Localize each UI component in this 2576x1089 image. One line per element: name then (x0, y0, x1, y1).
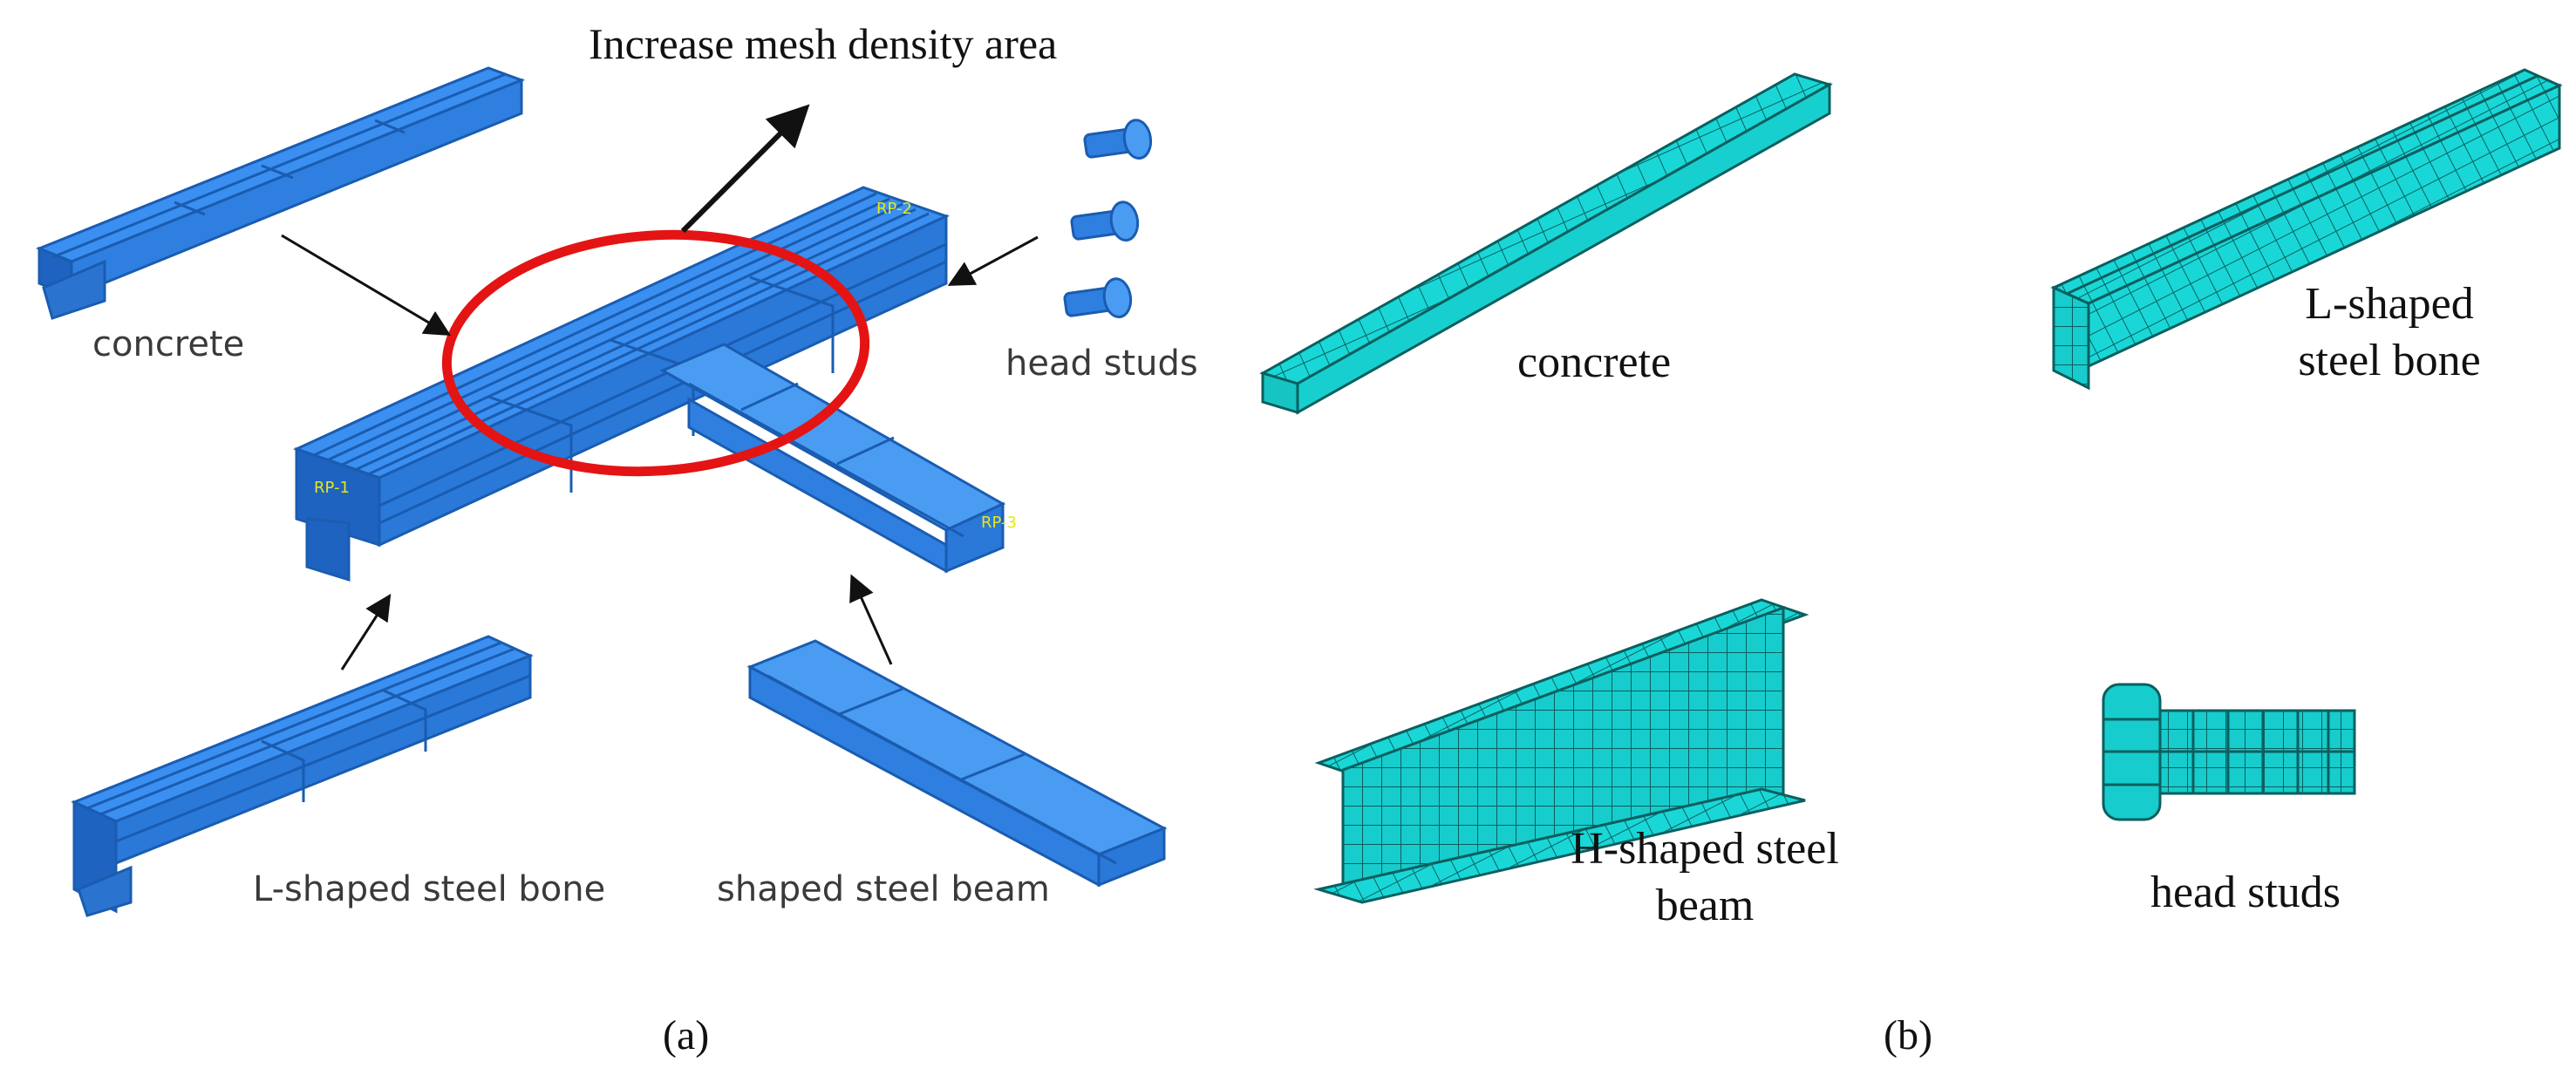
concrete-mesh-b (1259, 72, 1833, 415)
label-l-bone-b-line1: L-shaped (2305, 279, 2473, 329)
arrow-concrete (281, 234, 452, 337)
arrow-steel-beam (849, 574, 893, 665)
label-h-beam-b-line2: beam (1656, 881, 1755, 930)
label-head-studs-a: head studs (1005, 344, 1198, 384)
mesh-density-highlight (441, 229, 870, 477)
label-h-beam-b-line1: H-shaped steel (1571, 824, 1839, 874)
arrow-l-bone (340, 593, 392, 670)
label-head-studs-b: head studs (2150, 868, 2341, 917)
caption-b: (b) (1884, 1012, 1932, 1058)
head-stud-mesh-b (2102, 683, 2356, 821)
l-bone-mesh-b (2050, 68, 2563, 391)
label-concrete-b: concrete (1517, 337, 1671, 387)
head-studs-part-a (1063, 119, 1153, 319)
label-concrete-a: concrete (92, 324, 244, 364)
steel-beam-part-a (746, 639, 1168, 888)
rp-label-3: RP-3 (981, 514, 1017, 532)
panel-a: concrete head studs (35, 19, 1198, 1058)
concrete-part-a (35, 66, 526, 320)
label-steel-beam-a: shaped steel beam (717, 869, 1050, 909)
rp-label-2: RP-2 (876, 200, 912, 218)
h-beam-mesh-b (1313, 598, 1809, 904)
label-l-bone-a: L-shaped steel bone (253, 869, 605, 909)
arrow-head-studs (947, 235, 1039, 286)
assembly-part-a: RP-2 RP-1 RP-3 (292, 186, 1017, 582)
caption-a: (a) (663, 1012, 709, 1058)
annotation-arrow (680, 104, 810, 234)
rp-label-1: RP-1 (314, 479, 350, 497)
l-bone-part-a (71, 635, 534, 917)
panel-b: concrete L-shaped steel bone H-shaped st… (1259, 68, 2563, 1058)
label-l-bone-b-line2: steel bone (2298, 336, 2480, 385)
annotation-text: Increase mesh density area (589, 19, 1057, 68)
